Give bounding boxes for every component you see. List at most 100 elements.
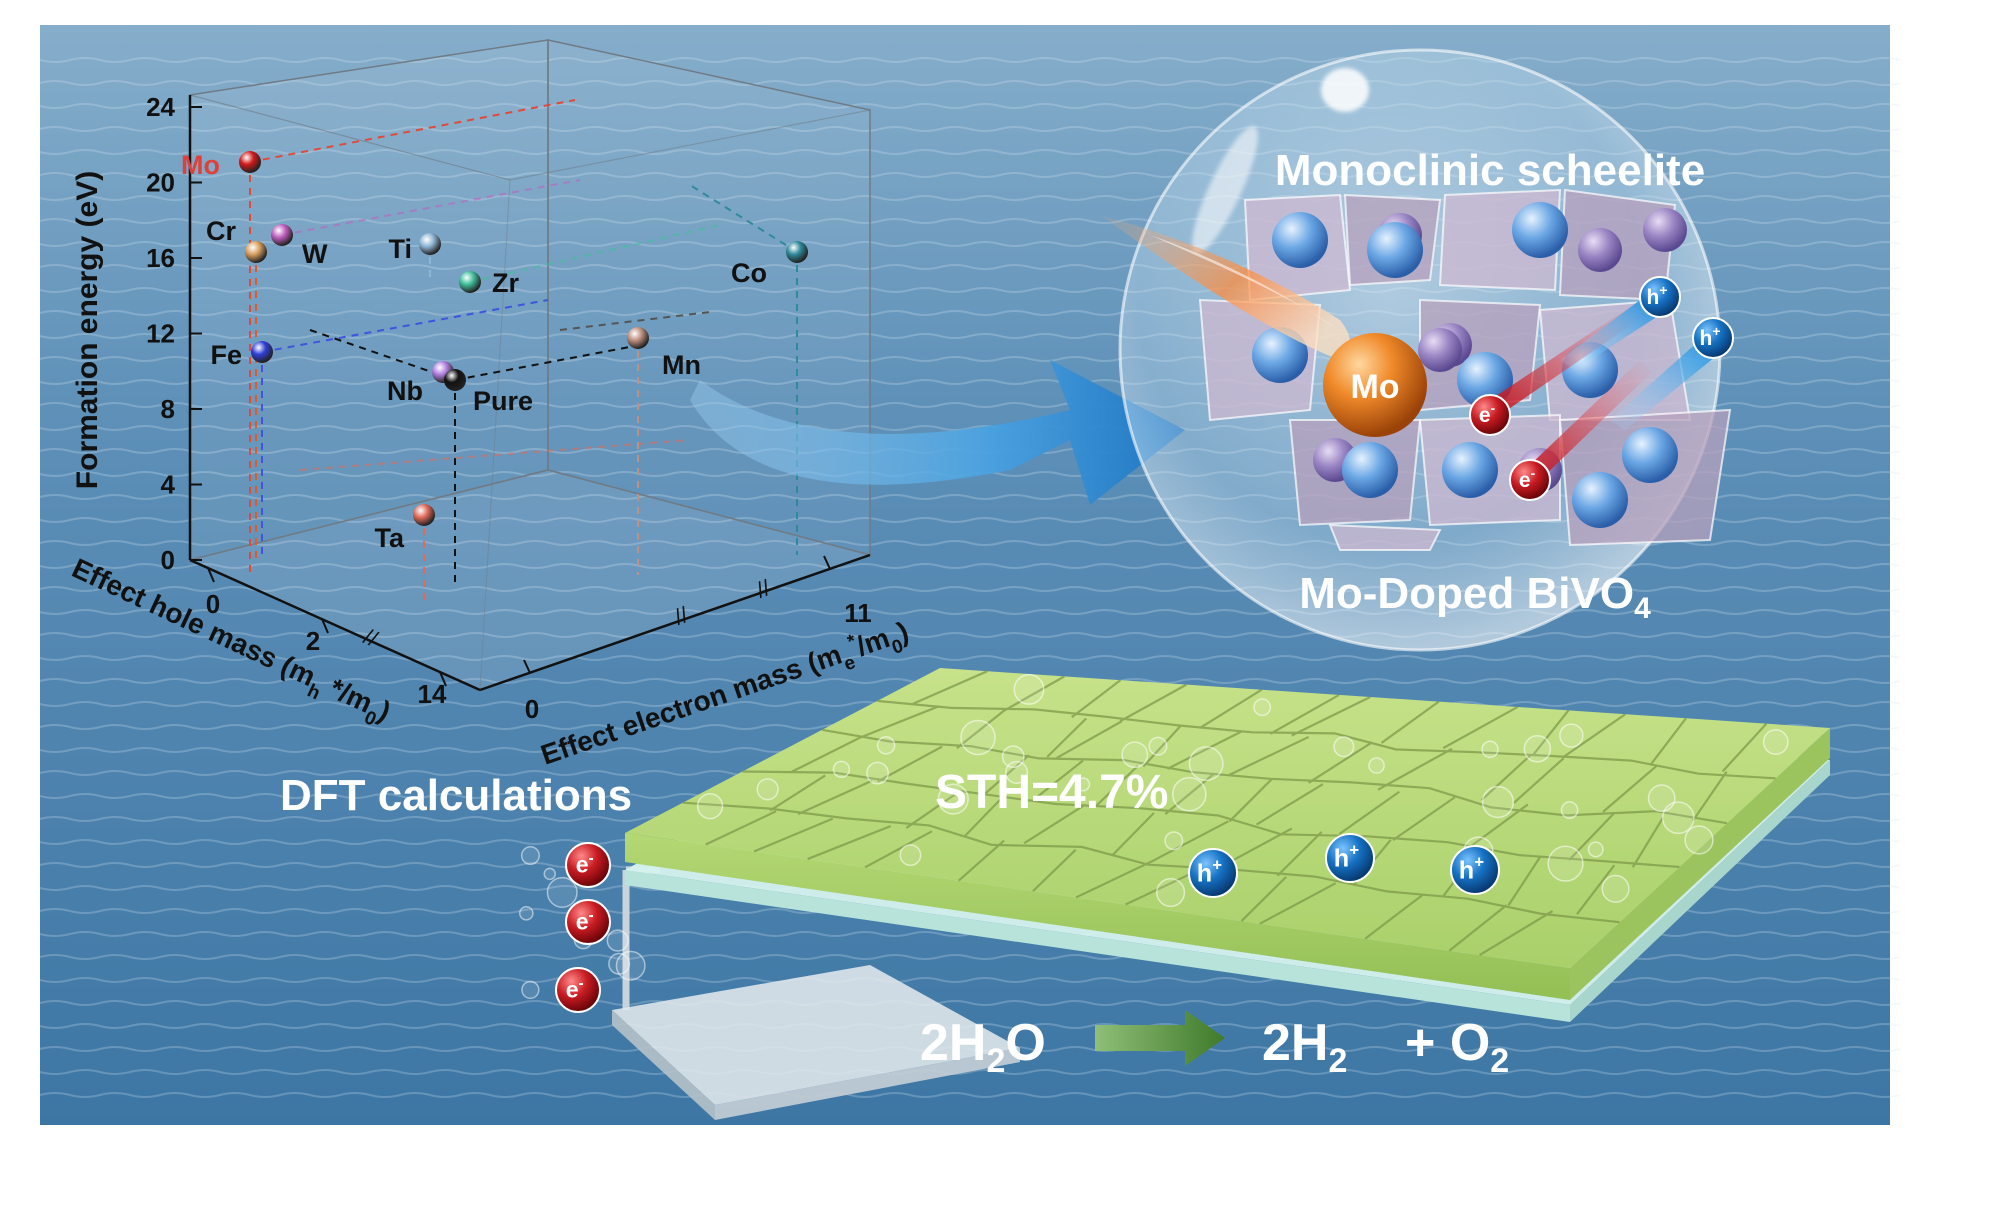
gas-bubble <box>756 778 779 801</box>
z-tick-label: 12 <box>146 319 175 349</box>
crack-segment <box>1649 717 1687 767</box>
pure-projection-right <box>454 344 641 381</box>
dopant-marker <box>245 241 267 263</box>
bubble-highlight-1 <box>1321 68 1369 112</box>
z-tick-label: 16 <box>146 243 175 273</box>
dopant-w: W <box>271 224 328 269</box>
crack-segment <box>797 779 873 816</box>
wave-line <box>39 1092 1901 1098</box>
hole: h+ <box>1188 848 1238 898</box>
gas-bubble <box>937 783 969 815</box>
bi-atom <box>1252 327 1308 383</box>
carrier-sphere <box>1509 459 1551 501</box>
transition-arrow <box>690 360 1185 505</box>
crack-segment <box>857 705 940 740</box>
crack-line <box>742 770 1680 869</box>
gas-bubble <box>543 867 557 881</box>
mo-doped-label: Mo-Doped BiVO4 <box>1299 569 1651 625</box>
film-side-face <box>1570 728 1830 1000</box>
gas-bubble <box>1601 874 1630 903</box>
electron: e- <box>565 899 611 945</box>
counter-electrode-front <box>715 1048 1020 1120</box>
y-axis-tick-0 <box>523 659 531 674</box>
crack-segment <box>1602 765 1658 813</box>
film-front-face <box>625 833 1570 1000</box>
dopant-pure: Pure <box>444 369 533 416</box>
bi-atom <box>1512 202 1568 258</box>
crack-segment <box>912 670 988 705</box>
x-axis-tick-0 <box>207 567 215 583</box>
gas-bubble <box>521 980 540 1000</box>
crack-segment <box>1119 683 1187 723</box>
bi-atom <box>1622 427 1678 483</box>
crack-segment <box>1308 741 1373 784</box>
wave-line <box>39 80 1901 86</box>
bi-atom <box>1272 212 1328 268</box>
electron: e- <box>1469 394 1511 436</box>
hole-beam-2 <box>1610 340 1715 430</box>
counter-electrode-side <box>612 1010 715 1120</box>
crack-segment <box>1112 812 1155 856</box>
carrier-sphere <box>565 842 611 888</box>
gas-bubble <box>1001 745 1025 769</box>
crack-segment <box>1531 709 1570 757</box>
crack-segment <box>1479 910 1554 957</box>
crack-segment <box>1228 735 1310 776</box>
dopant-marker <box>627 327 649 349</box>
y-tick-label-11: 11 <box>844 598 872 628</box>
crack-segment <box>1071 679 1122 719</box>
carrier-label: h+ <box>1459 853 1484 885</box>
product-h2-label: 2H2 <box>1262 1014 1347 1080</box>
crack-segment <box>1377 747 1453 791</box>
plot-back-pane <box>189 39 549 561</box>
carrier-label: h+ <box>1699 323 1720 350</box>
w-projection <box>281 179 581 236</box>
crack-segment <box>753 817 834 853</box>
gas-bubble <box>1523 735 1552 763</box>
dopant-marker <box>444 369 466 391</box>
crack-segment <box>1259 882 1337 925</box>
gas-bubble <box>866 761 889 785</box>
crack-segment <box>1721 722 1768 773</box>
crack-segment <box>1095 765 1139 808</box>
carrier-label: h+ <box>1197 856 1222 888</box>
wave-line <box>39 655 1901 661</box>
gas-bubble <box>899 844 922 867</box>
plot-front-vertical-edge <box>479 179 511 691</box>
electron-beam-2 <box>1530 360 1652 480</box>
carrier-sphere <box>1325 833 1375 883</box>
carrier-sphere <box>1469 394 1511 436</box>
gas-bubble <box>615 950 646 981</box>
gas-bubble <box>1560 801 1579 819</box>
carrier-sphere <box>1692 317 1734 359</box>
bi-atom <box>1442 442 1498 498</box>
counter-electrode-top <box>612 965 1020 1105</box>
gas-bubble <box>1587 841 1604 858</box>
electron: e- <box>1509 459 1551 501</box>
z-tick-label: 0 <box>161 545 175 575</box>
carrier-sphere <box>1450 845 1500 895</box>
hole: h+ <box>1692 317 1734 359</box>
dopant-label: Co <box>731 258 767 288</box>
substrate-side <box>1570 760 1830 1022</box>
bi-atom <box>1572 472 1628 528</box>
crack-segment <box>1392 796 1456 841</box>
dopant-marker <box>419 233 441 255</box>
electron: e- <box>565 842 611 888</box>
reactant-label: 2H2O <box>920 1014 1046 1080</box>
gas-bubble <box>1253 698 1272 717</box>
bubble-highlight-2 <box>1192 126 1258 254</box>
dopant-label: Zr <box>492 268 519 298</box>
carrier-label: h+ <box>1334 841 1359 873</box>
z-tick-label: 20 <box>146 168 175 198</box>
carrier-sphere <box>565 899 611 945</box>
carrier-label: h+ <box>1646 282 1667 309</box>
crack-segment <box>1442 705 1519 750</box>
crack-segment <box>705 810 777 846</box>
photoanode-film: STH=4.7% e-e-e-h+h+h+ <box>518 668 1830 1120</box>
gas-bubble <box>546 876 578 908</box>
gas-bubble <box>876 736 896 755</box>
crack-line <box>682 801 1620 924</box>
crack-segment <box>1199 688 1263 729</box>
